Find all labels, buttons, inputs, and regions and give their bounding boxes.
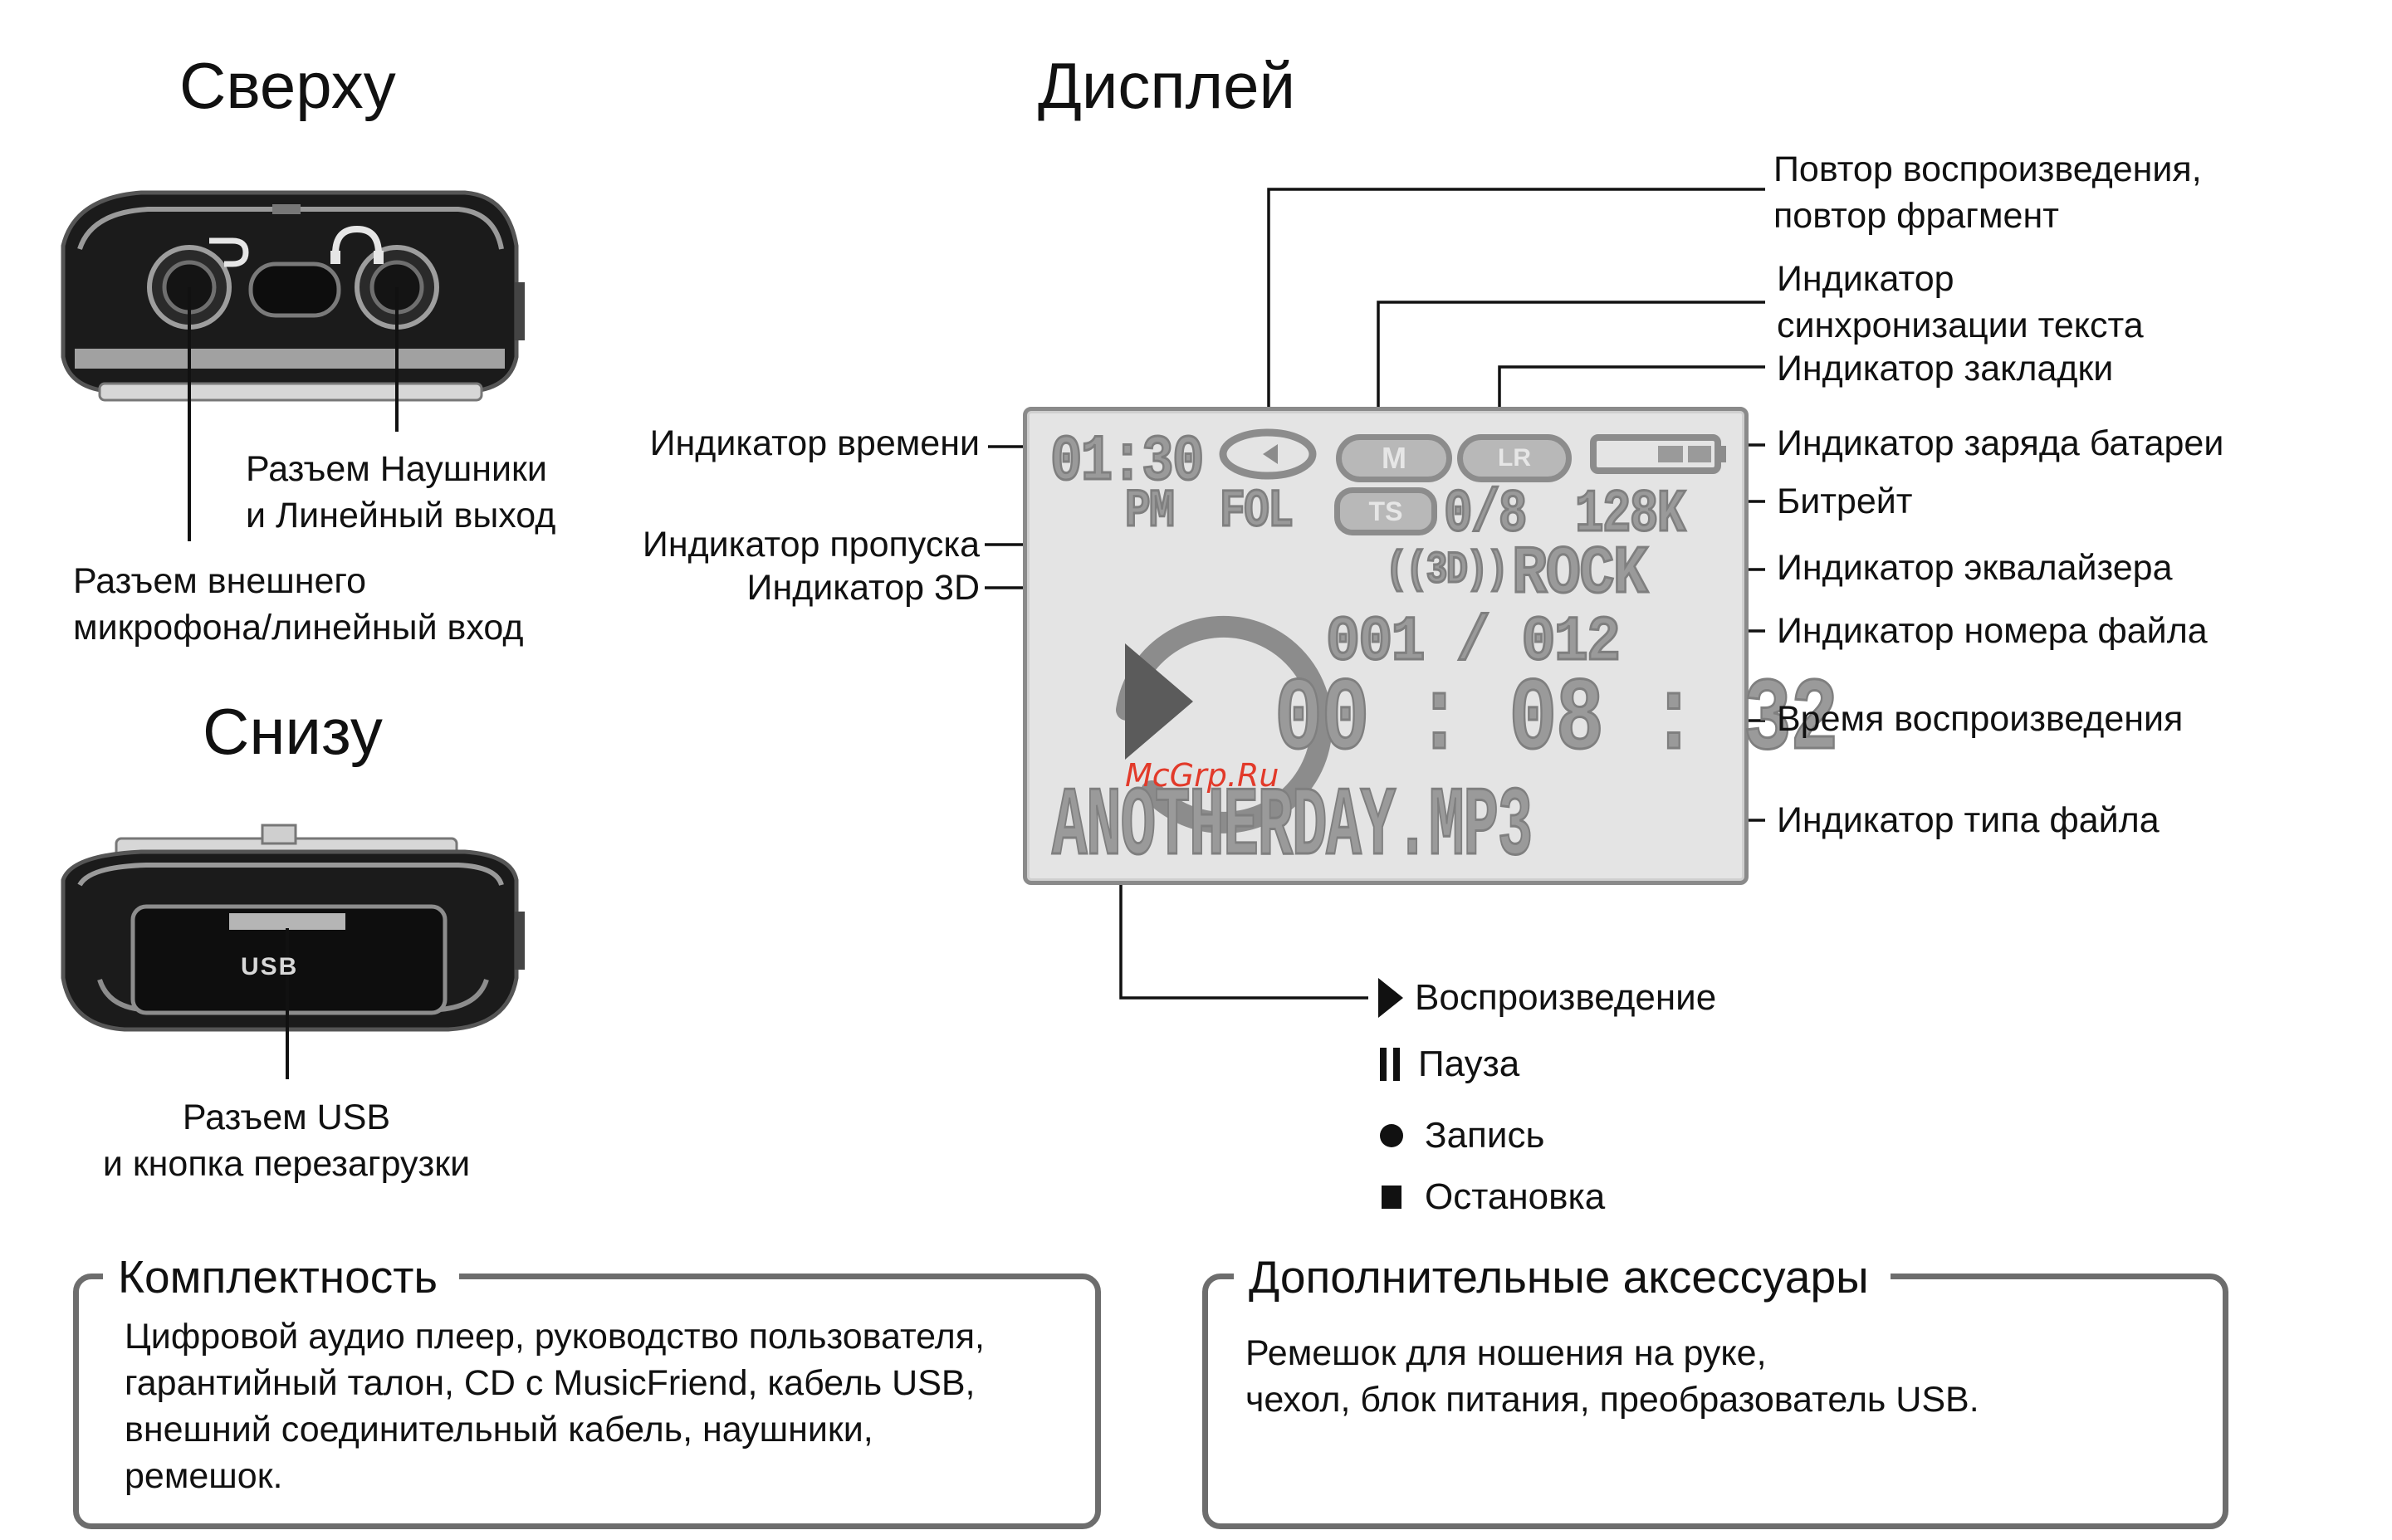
device-bottom-view <box>61 824 525 1079</box>
label-text-sync: Индикатор синхронизации текста <box>1777 259 2144 345</box>
legend-play: Воспроизведение <box>1415 977 1717 1018</box>
lcd-screen: 01:30 M LR PM FOL TS 0/8 128K ((3D)) ROC… <box>1023 407 1840 885</box>
label-eq: Индикатор эквалайзера <box>1777 548 2173 588</box>
lcd-eq-mode: ROCK <box>1511 535 1650 614</box>
label-battery: Индикатор заряда батареи <box>1777 423 2224 463</box>
lcd-bitrate: 128K <box>1574 480 1687 550</box>
pause-icon-left <box>1380 1048 1387 1081</box>
label-headphones: Разъем Наушники и Линейный выход <box>246 449 556 535</box>
legend-glyphs <box>1378 978 1403 1209</box>
label-mic: Разъем внешнего микрофона/линейный вход <box>73 561 524 648</box>
lcd-ampm: PM <box>1124 482 1176 544</box>
label-play-time: Время воспроизведения <box>1777 699 2184 739</box>
pause-icon-right <box>1393 1048 1400 1081</box>
title-bottom: Снизу <box>203 695 383 768</box>
lyrics-sync-badge: M <box>1336 434 1452 482</box>
usb-port-marking: USB <box>241 953 299 980</box>
accessories-text: Ремешок для ношения на руке, чехол, блок… <box>1245 1333 1979 1420</box>
lcd-folder: FOL <box>1219 482 1294 544</box>
label-file-type: Индикатор типа файла <box>1777 800 2160 840</box>
title-display: Дисплей <box>1038 49 1296 122</box>
legend-record: Запись <box>1425 1115 1545 1156</box>
title-top: Сверху <box>179 49 396 122</box>
label-file-number: Индикатор номера файла <box>1777 611 2208 651</box>
battery-icon <box>1590 434 1726 474</box>
lcd-surround: ((3D)) <box>1385 545 1509 598</box>
watermark: McGrp.Ru <box>1125 757 1279 794</box>
stop-icon <box>1382 1186 1401 1209</box>
label-3d: Индикатор 3D <box>746 568 980 608</box>
repeat-icon <box>1219 428 1317 480</box>
package-title: Комплектность <box>103 1250 460 1303</box>
lcd-elapsed: 00 : 08 : 32 <box>1274 662 1840 781</box>
label-time: Индикатор времени <box>649 423 980 463</box>
lcd-icons <box>1116 428 1726 834</box>
play-status-icon <box>1116 615 1333 834</box>
device-top-view <box>61 190 525 541</box>
lcd-file-number: 001 / 012 <box>1325 606 1622 680</box>
legend-stop: Остановка <box>1425 1176 1606 1217</box>
record-icon <box>1380 1124 1403 1147</box>
lcd-filename: ANOTHERDAY.MP3 <box>1051 772 1534 885</box>
label-bookmark: Индикатор закладки <box>1777 349 2114 389</box>
package-box <box>73 1274 1101 1529</box>
lcd-clock: 01:30 <box>1049 425 1206 501</box>
lcd-track-counter: 0/8 <box>1443 480 1529 550</box>
label-bitrate: Битрейт <box>1777 482 1913 521</box>
package-text: Цифровой аудио плеер, руководство пользо… <box>125 1317 985 1496</box>
label-skip: Индикатор пропуска <box>642 525 980 565</box>
play-icon <box>1378 978 1403 1018</box>
legend-pause: Пауза <box>1418 1044 1520 1084</box>
skip-badge: TS <box>1334 487 1437 535</box>
label-usb: Разъем USB и кнопка перезагрузки <box>102 1098 471 1184</box>
bookmark-badge: LR <box>1457 434 1572 482</box>
label-repeat: Повтор воспроизведения, повтор фрагмент <box>1773 149 2202 236</box>
accessories-title: Дополнительные аксессуары <box>1234 1250 1891 1303</box>
